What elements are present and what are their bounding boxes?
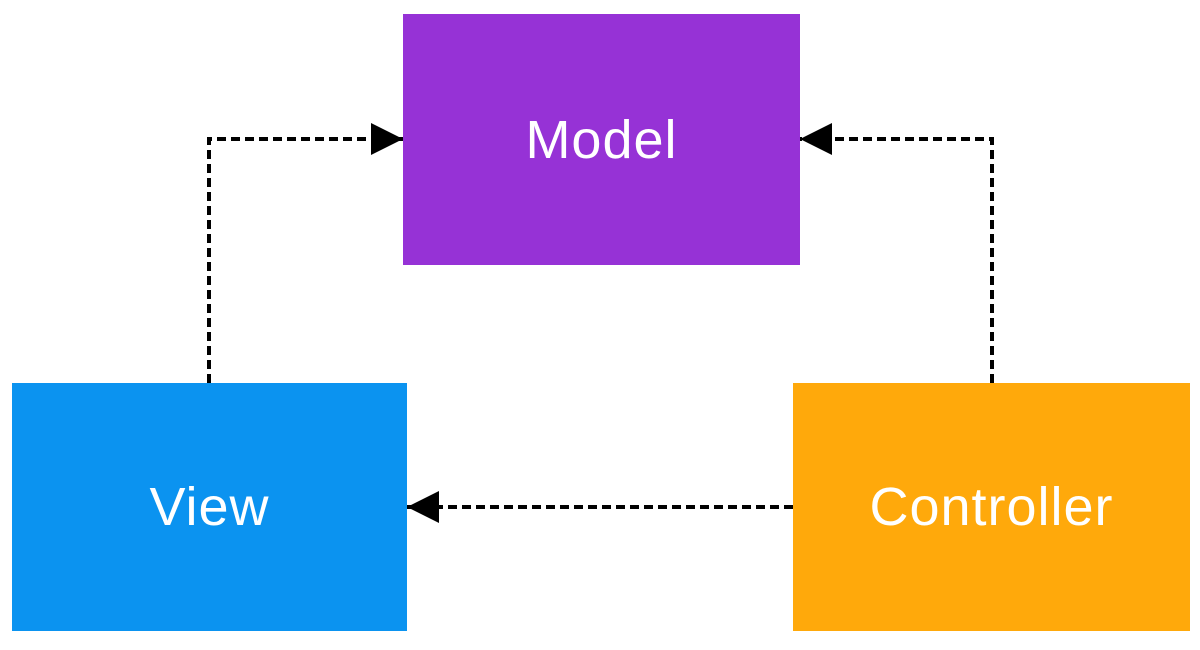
node-model: Model	[403, 14, 800, 265]
node-view-label: View	[149, 477, 270, 537]
node-view: View	[12, 383, 407, 631]
edge-controller-to-model	[800, 123, 994, 383]
node-model-label: Model	[525, 109, 678, 170]
edge-view-to-model	[207, 123, 403, 383]
node-controller: Controller	[793, 383, 1190, 631]
node-controller-label: Controller	[869, 477, 1114, 537]
